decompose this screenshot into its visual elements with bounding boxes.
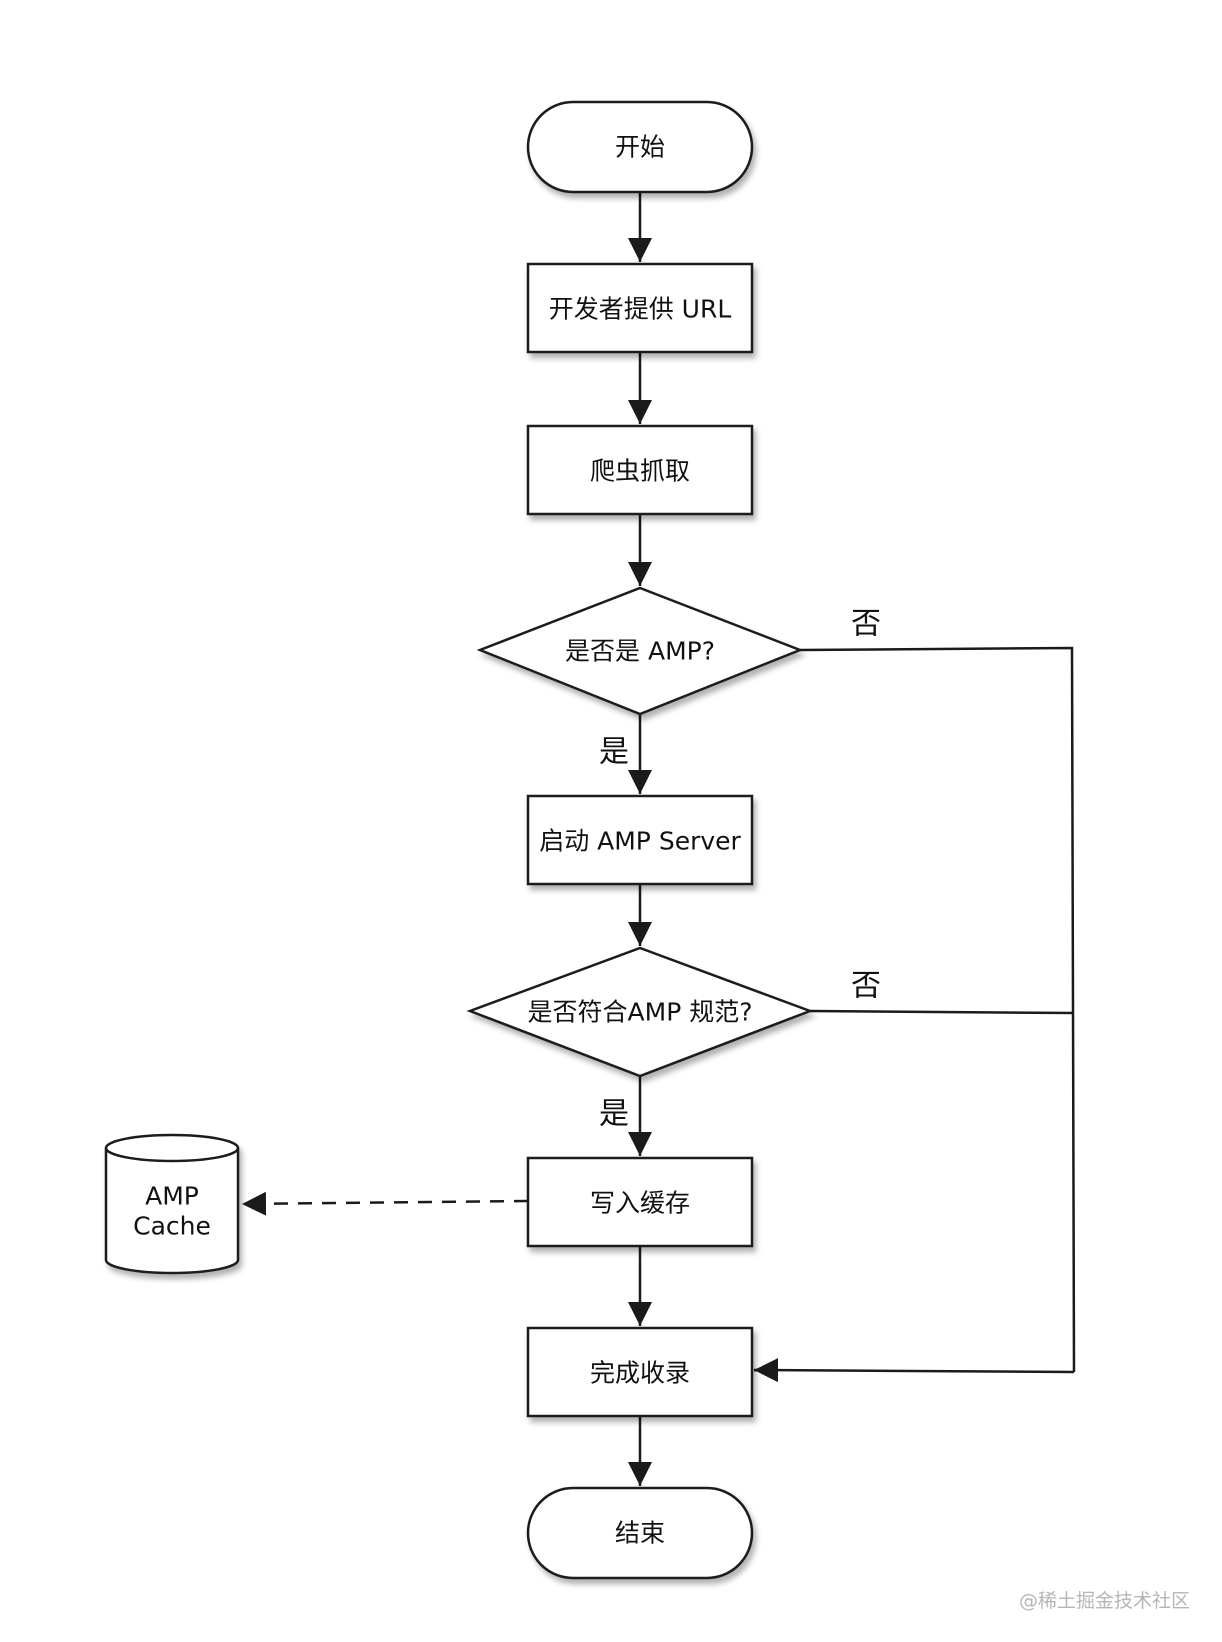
edge-is-valid-no [809,1009,1074,1015]
provide-url-node [526,262,754,354]
is-amp-decision [476,586,804,716]
edge-write-cache-to-amp-cache [241,1191,529,1216]
start-server-node [526,794,754,886]
edge-no-to-complete [753,1358,1075,1383]
amp-cache-label-line2: Cache [133,1212,211,1241]
start-node [526,100,754,194]
watermark: @稀土掘金技术社区 [1019,1590,1190,1612]
is-valid-decision [466,946,814,1078]
provide-url-label: 开发者提供 URL [549,295,732,324]
write-cache-label: 写入缓存 [590,1189,690,1218]
start-server-label: 启动 AMP Server [539,827,741,856]
end-node [526,1486,754,1580]
is-valid-no-label: 否 [851,969,881,1004]
complete-node [526,1326,754,1418]
complete-label: 完成收录 [590,1359,690,1388]
amp-cache-database [104,1133,240,1275]
is-valid-label: 是否符合AMP 规范? [528,998,753,1027]
crawl-node [526,424,754,516]
crawl-label: 爬虫抓取 [590,457,690,486]
is-amp-label: 是否是 AMP? [565,637,715,666]
edge-is-amp-no [799,646,1076,1373]
is-amp-yes-label: 是 [599,735,629,770]
start-node-label: 开始 [615,133,665,162]
is-valid-yes-label: 是 [599,1097,629,1132]
is-amp-no-label: 否 [851,607,881,642]
amp-cache-label-line1: AMP [145,1182,199,1211]
end-node-label: 结束 [615,1519,665,1548]
write-cache-node [526,1156,754,1248]
